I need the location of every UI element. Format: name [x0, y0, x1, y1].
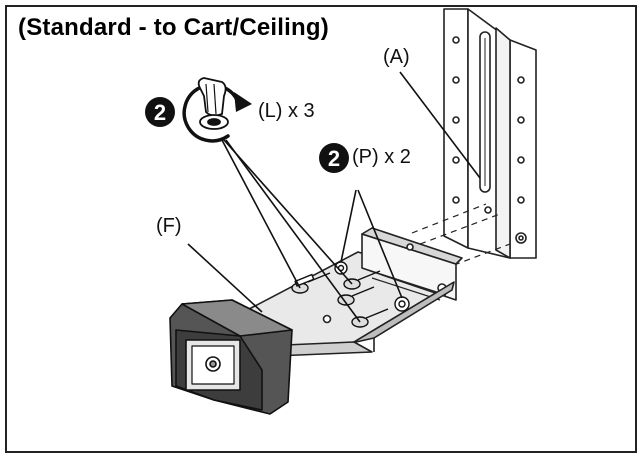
wall-bracket-a [443, 8, 537, 259]
diagram-title: (Standard - to Cart/Ceiling) [18, 14, 329, 41]
svg-text:2: 2 [154, 100, 166, 125]
end-cap-handle [169, 299, 293, 415]
step-badge-l: 2 [145, 97, 175, 127]
screw-l-1 [291, 272, 331, 294]
label-plate-f: (F) [156, 215, 182, 237]
leader-lines [187, 71, 481, 323]
screws-l [291, 270, 389, 328]
screw-p-2 [394, 296, 410, 312]
alignment-dashes [411, 203, 511, 266]
label-screw-l: (L) x 3 [258, 100, 315, 122]
diagram-border [5, 5, 637, 453]
screws-p [334, 261, 410, 312]
screwdriver-icon [197, 77, 229, 130]
label-bracket-a: (A) [383, 46, 410, 68]
label-screw-p: (P) x 2 [352, 146, 411, 168]
step-badge-p: 2 [319, 143, 349, 173]
svg-text:2: 2 [328, 146, 340, 171]
